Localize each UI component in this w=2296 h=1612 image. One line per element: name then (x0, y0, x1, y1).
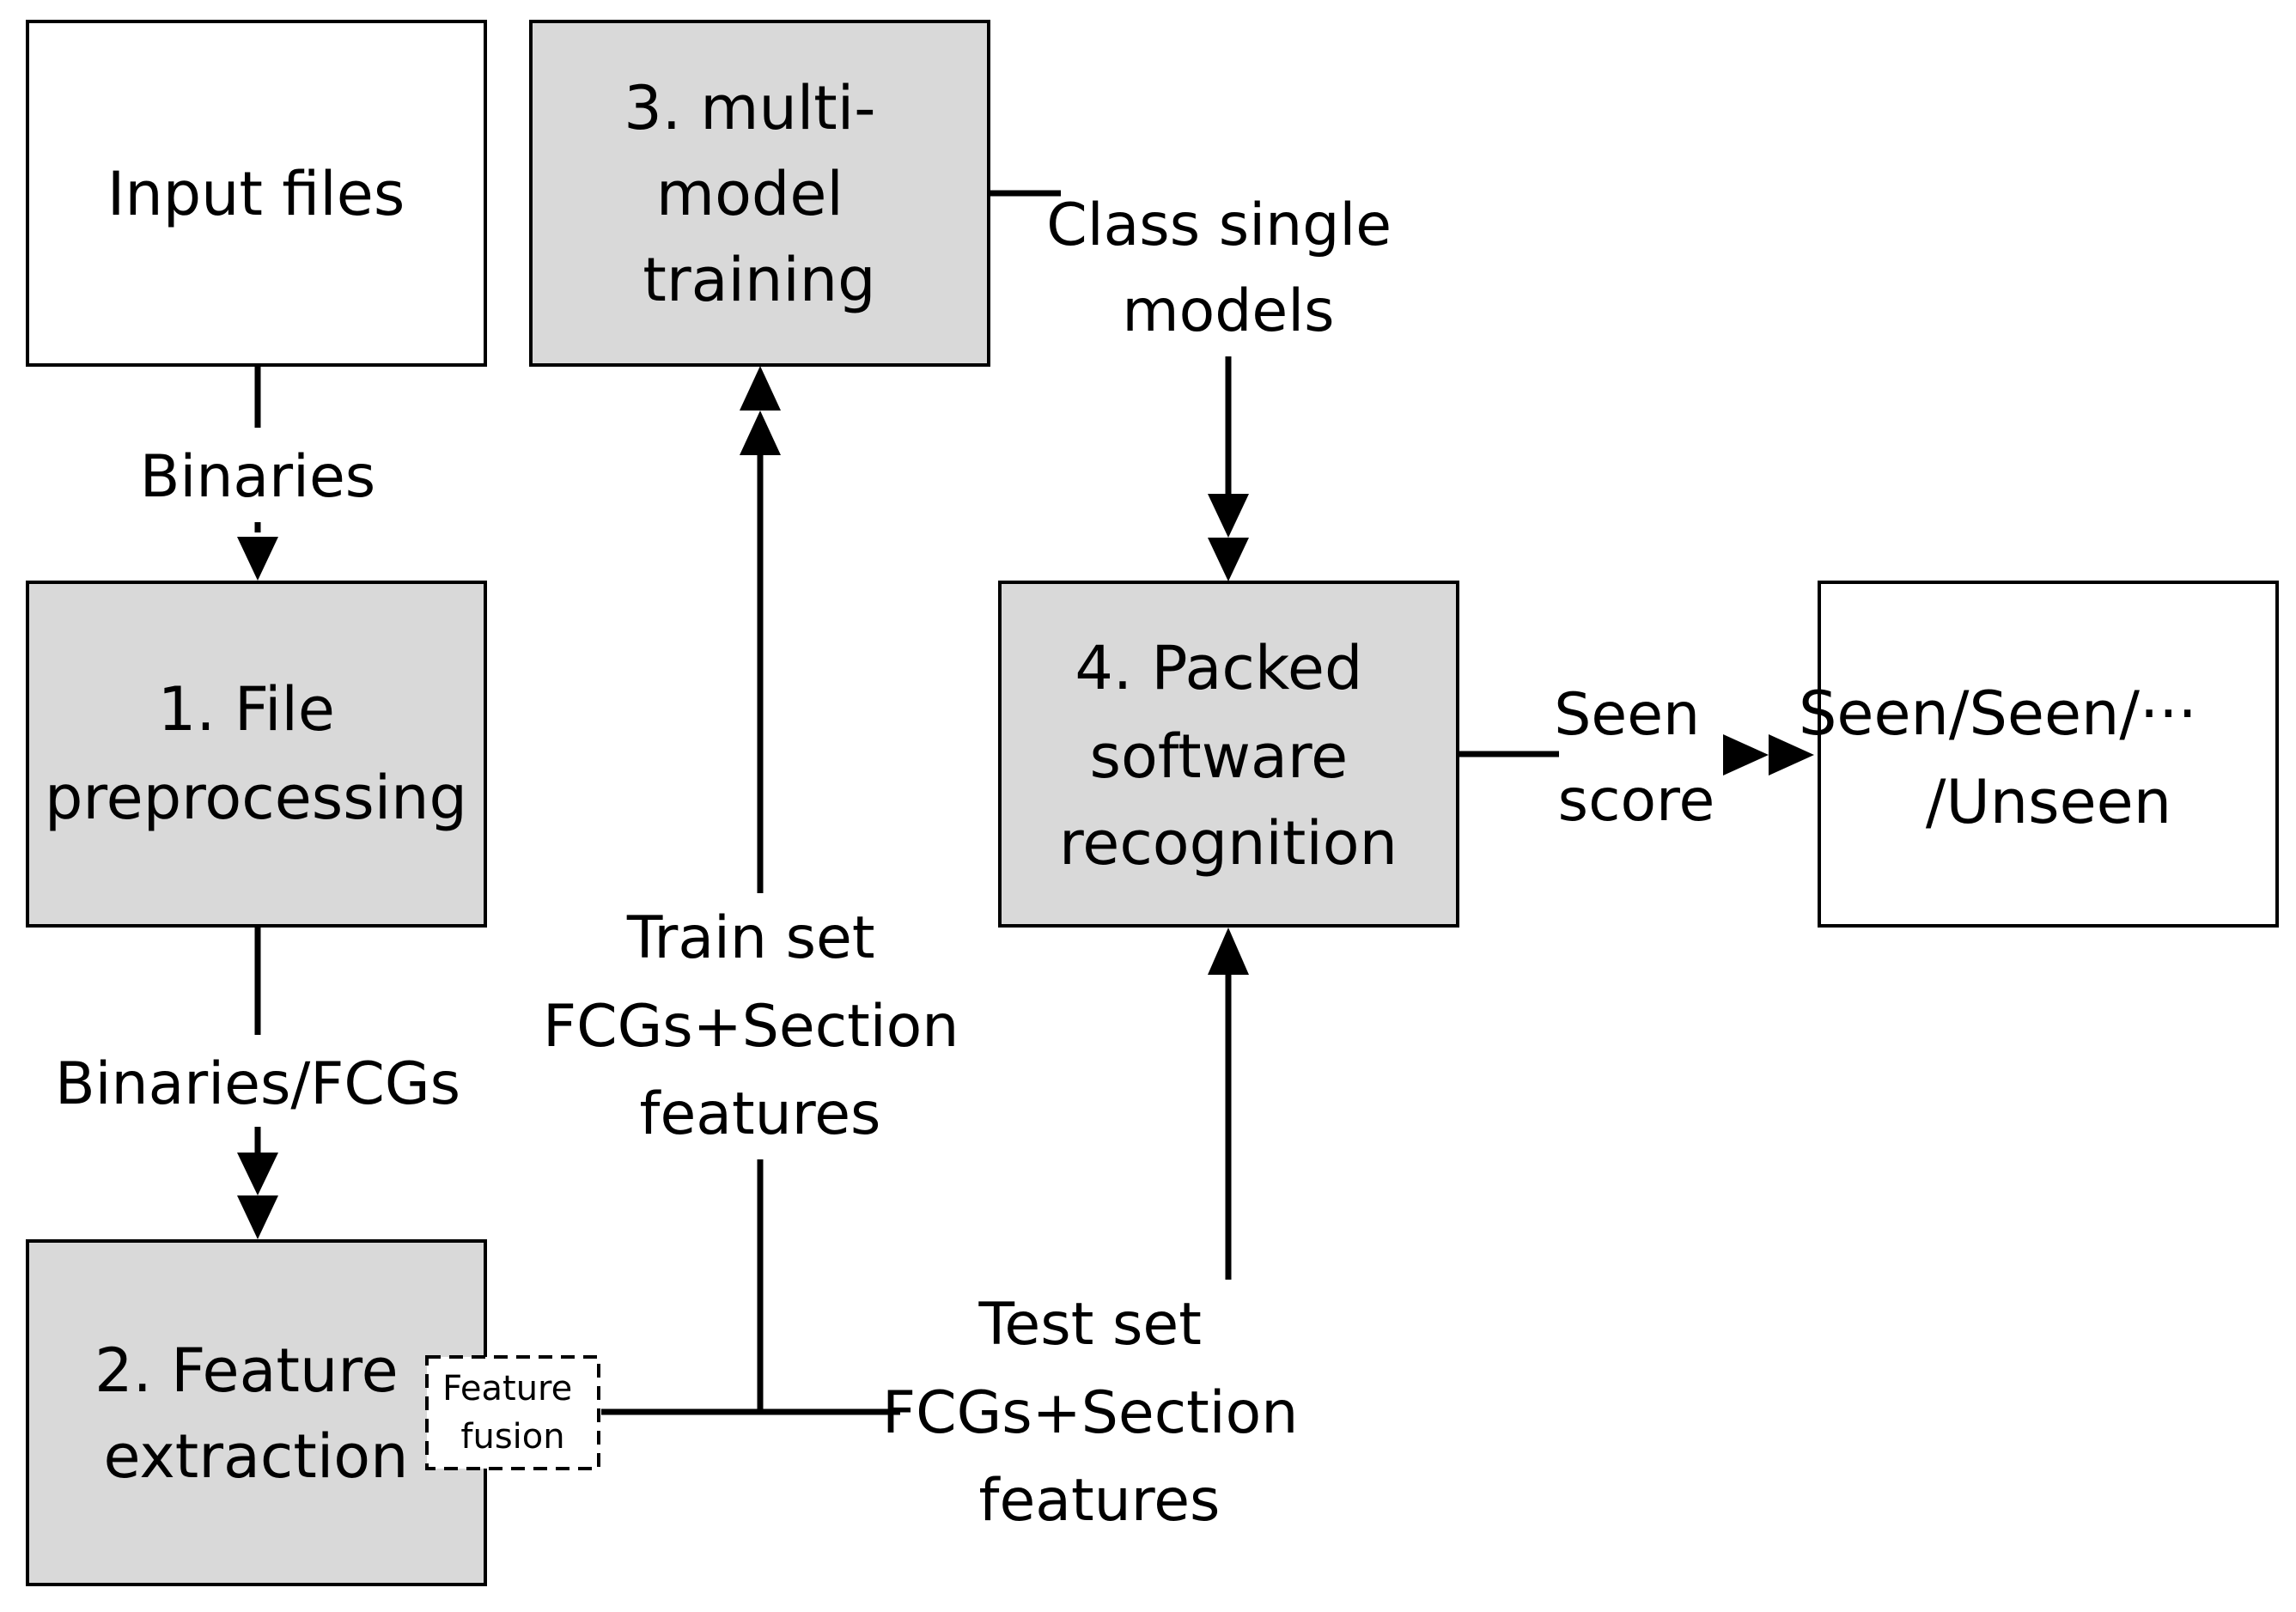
arrowhead-into-training-upper (740, 366, 781, 411)
arrowhead-from-class-models (1208, 494, 1249, 538)
edge-label-train-set: Train set FCGs+Section features (543, 904, 977, 1148)
edge-label-class-single-models-line-2: models (1122, 277, 1334, 345)
node-output-box (1818, 581, 2279, 928)
edge-label-binaries: Binaries (140, 443, 375, 511)
node-input-files-box (26, 20, 487, 367)
node-packed-software-recognition: 4. Packed software recognition (998, 581, 1459, 928)
edge-label-binaries-fcgs-line-1: Binaries/FCGs (55, 1050, 460, 1118)
node-multi-model-training: 3. multi- model training (529, 20, 990, 367)
arrowhead-double-upper (237, 1153, 278, 1195)
arrowhead-into-recognition-top (1208, 538, 1249, 581)
node-file-preprocessing-line-2: preprocessing (45, 763, 467, 833)
node-input-files: Input files (26, 20, 487, 367)
node-packed-software-recognition-line-2: software (1090, 721, 1349, 792)
node-feature-fusion-label: Feature fusion (442, 1369, 583, 1457)
node-file-preprocessing-box (26, 581, 487, 928)
node-feature-fusion-box (425, 1355, 600, 1470)
connectors (237, 190, 1814, 1415)
node-input-files-label: Input files (107, 159, 405, 229)
node-feature-fusion-line-2: fusion (460, 1417, 564, 1457)
node-multi-model-training-box (529, 20, 990, 367)
edge-label-test-set: Test set FCGs+Section features (882, 1291, 1317, 1535)
node-output-label: Seen/Seen/··· /Unseen (1799, 678, 2216, 837)
edge-label-binaries-line-1: Binaries (140, 443, 375, 511)
node-input-files-line-1: Input files (107, 159, 405, 229)
edge-label-class-single-models: Class single models (1046, 192, 1410, 345)
edge-label-train-set-line-2: FCGs+Section (543, 993, 959, 1061)
node-multi-model-training-line-1: 3. multi- (624, 73, 875, 143)
node-file-preprocessing-label: 1. File preprocessing (45, 674, 467, 833)
node-packed-software-recognition-label: 4. Packed software recognition (1059, 633, 1398, 879)
arrowhead-into-preprocess (237, 537, 278, 581)
node-packed-software-recognition-box (998, 581, 1459, 928)
node-feature-extraction-label: 2. Feature extraction (94, 1335, 417, 1492)
node-feature-fusion-line-1: Feature (442, 1369, 572, 1408)
edge-label-seen-score-line-1: Seen (1554, 681, 1700, 749)
node-multi-model-training-line-2: model (656, 159, 843, 229)
edge-label-seen-score: Seen score (1554, 681, 1719, 835)
node-output-line-1: Seen/Seen/··· (1799, 678, 2197, 749)
arrowhead-into-output (1769, 734, 1814, 776)
node-multi-model-training-label: 3. multi- model training (624, 73, 894, 315)
node-feature-extraction-line-2: extraction (104, 1421, 409, 1492)
node-feature-extraction: 2. Feature extraction (26, 1239, 487, 1586)
node-output: Seen/Seen/··· /Unseen (1799, 581, 2279, 928)
edge-label-seen-score-line-2: score (1558, 767, 1715, 835)
node-packed-software-recognition-line-1: 4. Packed (1075, 633, 1362, 703)
edge-label-train-set-line-3: features (640, 1080, 881, 1148)
node-feature-extraction-box (26, 1239, 487, 1586)
edge-label-test-set-line-1: Test set (977, 1291, 1201, 1359)
node-feature-fusion: Feature fusion (425, 1355, 600, 1470)
edge-label-binaries-fcgs: Binaries/FCGs (55, 1050, 460, 1118)
edge-label-test-set-line-2: FCGs+Section (882, 1379, 1298, 1447)
edge-label-class-single-models-line-1: Class single (1046, 192, 1392, 259)
arrowhead-into-training-lower (740, 411, 781, 455)
node-multi-model-training-line-3: training (643, 245, 875, 315)
node-output-line-2: /Unseen (1926, 767, 2171, 837)
edge-label-train-set-line-1: Train set (626, 904, 875, 972)
node-packed-software-recognition-line-3: recognition (1059, 808, 1398, 879)
node-feature-extraction-line-1: 2. Feature (94, 1335, 399, 1406)
node-file-preprocessing-line-1: 1. File (158, 674, 335, 745)
edge-label-test-set-line-3: features (979, 1467, 1221, 1535)
arrowhead-into-feature (237, 1195, 278, 1239)
arrowhead-into-recognition (1208, 928, 1249, 975)
arrowhead-score-first (1723, 734, 1769, 776)
node-file-preprocessing: 1. File preprocessing (26, 581, 487, 928)
